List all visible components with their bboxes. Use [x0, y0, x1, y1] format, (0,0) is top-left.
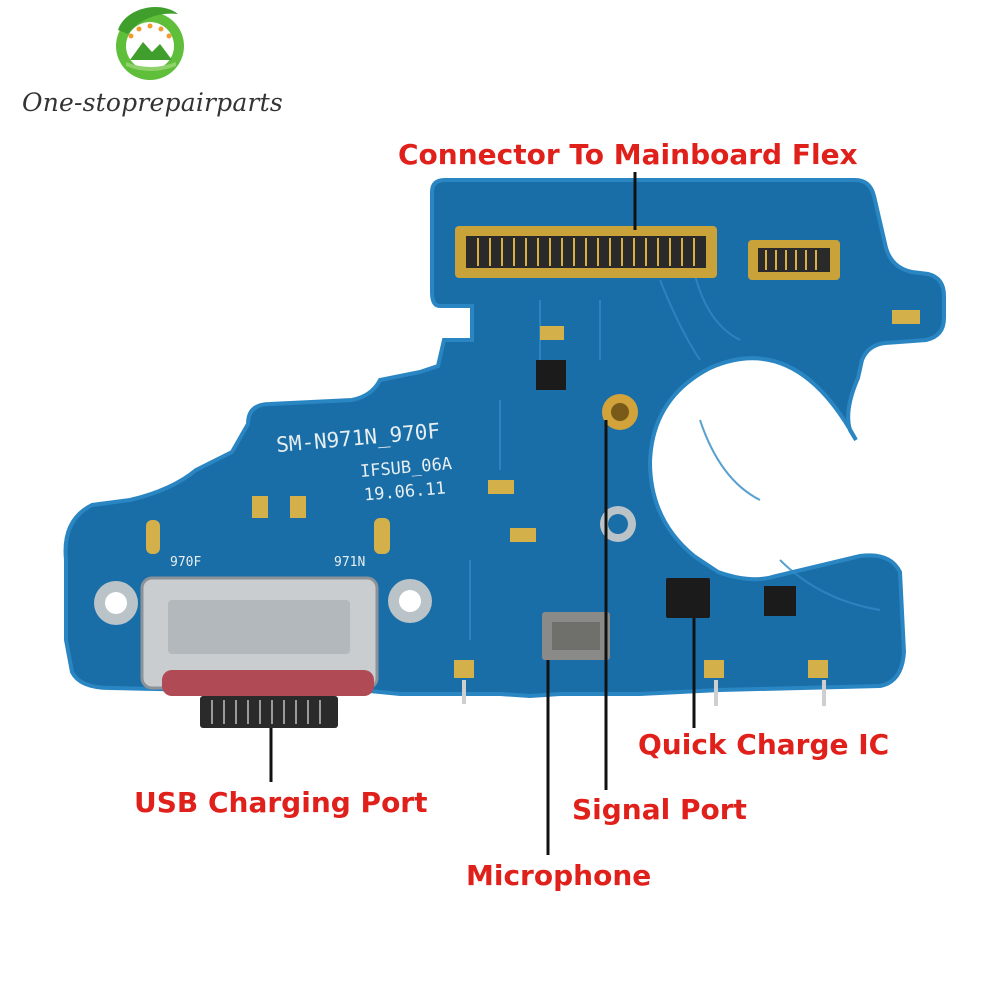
board-tag-right: 971N: [334, 555, 366, 570]
leaf-sun-logo-icon: [116, 7, 184, 80]
quick-charge-label: Quick Charge IC: [638, 728, 890, 761]
quick-charge-ic: [666, 578, 710, 618]
usb-port-label: USB Charging Port: [134, 786, 428, 819]
microphone-label: Microphone: [466, 859, 652, 892]
brand-name: One-stoprepairparts: [22, 88, 283, 117]
board-tag-left: 970F: [170, 555, 202, 570]
pcb-outline: [63, 178, 946, 699]
signal-port-label: Signal Port: [572, 793, 747, 826]
connector-label: Connector To Mainboard Flex: [398, 138, 858, 171]
